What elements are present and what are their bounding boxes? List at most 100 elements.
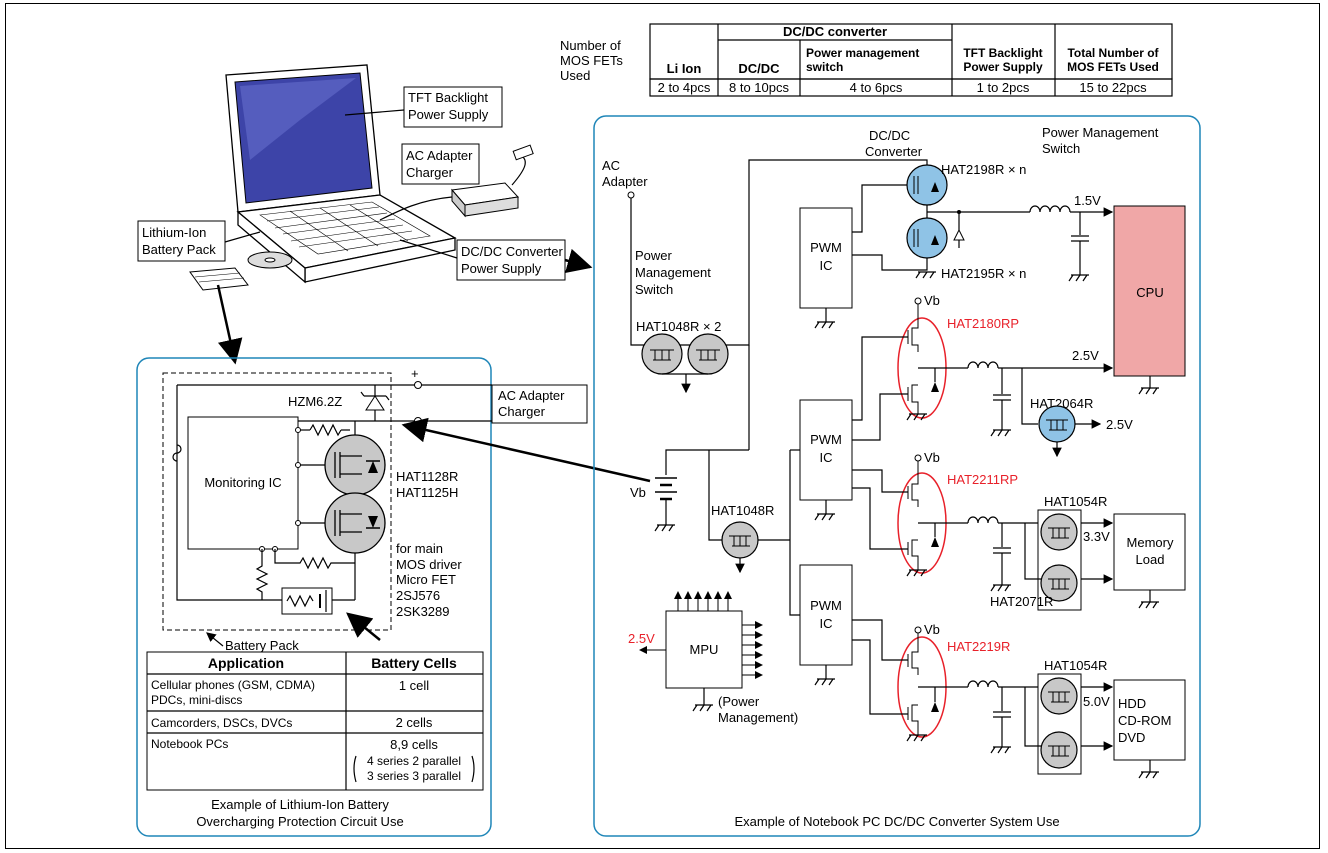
pms-label-3: Switch [635, 282, 673, 297]
pwm2-line2: IC [820, 450, 833, 465]
voltage-2-5v-b: 2.5V [1106, 417, 1133, 432]
mpu-note-1: (Power [718, 694, 760, 709]
laptop-illustration: TFT Backlight Power Supply AC Adapter Ch… [137, 64, 593, 365]
part-hat2195r: HAT2195R × n [941, 266, 1026, 281]
cells-row3-app: Notebook PCs [151, 737, 228, 751]
laptop-ac-label-2: Charger [406, 165, 454, 180]
laptop-battery-label-2: Battery Pack [142, 242, 216, 257]
vb-arrow [401, 417, 651, 483]
table-header-tft-2: Power Supply [963, 60, 1043, 74]
summary-table: Number of MOS FETs Used DC/DC converter … [560, 23, 1173, 97]
tft-label-2: Power Supply [408, 107, 489, 122]
table-value-tft: 1 to 2pcs [977, 80, 1030, 95]
memory-label-2: Load [1136, 552, 1165, 567]
battery-plus: + [411, 366, 419, 381]
tft-label-1: TFT Backlight [408, 90, 488, 105]
table-group-header: DC/DC converter [783, 24, 887, 39]
voltage-2-5v: 2.5V [1072, 348, 1099, 363]
ac-adapter-2: Adapter [602, 174, 648, 189]
table-header-total-2: MOS FETs Used [1067, 60, 1159, 74]
voltage-5-0v: 5.0V [1083, 694, 1110, 709]
dcdc-panel: Example of Notebook PC DC/DC Converter S… [593, 115, 1201, 837]
mpu-label: MPU [690, 642, 719, 657]
battery-caption-2: Overcharging Protection Circuit Use [196, 814, 403, 829]
table-value-total: 15 to 22pcs [1079, 80, 1147, 95]
vb-2: Vb [924, 450, 940, 465]
pwm2-line1: PWM [810, 432, 842, 447]
table-header-dcdc: DC/DC [738, 61, 780, 76]
pms-title-1: Power Management [1042, 125, 1159, 140]
table-header-tft-1: TFT Backlight [963, 46, 1042, 60]
fet-part-1: HAT1128R [396, 469, 458, 484]
part-hat1054r-b: HAT1054R [1044, 658, 1107, 673]
mpu-note-2: Management) [718, 710, 798, 725]
memory-label-1: Memory [1127, 535, 1174, 550]
battery-ac-label-2: Charger [498, 404, 546, 419]
vb-1: Vb [924, 293, 940, 308]
note-1: for main [396, 541, 443, 556]
table-header-li-ion: Li Ion [667, 61, 702, 76]
pwm3-line2: IC [820, 616, 833, 631]
cells-row3-cells-2: 4 series 2 parallel [367, 754, 461, 768]
part-hat1054r-a: HAT1054R [1044, 494, 1107, 509]
cells-row1-app-1: Cellular phones (GSM, CDMA) [151, 678, 315, 692]
fet-part-2: HAT1125H [396, 485, 458, 500]
pwm1-line1: PWM [810, 240, 842, 255]
voltage-3-3v: 3.3V [1083, 529, 1110, 544]
part-hat2211rp: HAT2211RP [947, 472, 1018, 487]
table-value-li-ion: 2 to 4pcs [658, 80, 711, 95]
note-5: 2SK3289 [396, 604, 450, 619]
vb-main-label: Vb [630, 485, 646, 500]
hdd-label-1: HDD [1118, 696, 1146, 711]
pms-label-1: Power [635, 248, 673, 263]
part-hat2198r: HAT2198R × n [941, 162, 1026, 177]
table-row-label-line3: Used [560, 68, 590, 83]
note-2: MOS driver [396, 557, 462, 572]
part-hat2071r: HAT2071R [990, 594, 1053, 609]
part-hat2064r: HAT2064R [1030, 396, 1093, 411]
cells-row3-cells-1: 8,9 cells [390, 737, 438, 752]
pwm1-line2: IC [820, 258, 833, 273]
ac-adapter-1: AC [602, 158, 620, 173]
mpu-voltage: 2.5V [628, 631, 655, 646]
part-hat2219r: HAT2219R [947, 639, 1010, 654]
cells-header-cells: Battery Cells [371, 655, 457, 671]
cells-row2-app: Camcorders, DSCs, DVCs [151, 716, 292, 730]
battery-ac-label-1: AC Adapter [498, 388, 565, 403]
pms-label-2: Management [635, 265, 711, 280]
table-value-pms: 4 to 6pcs [850, 80, 903, 95]
laptop-battery-label-1: Lithium-Ion [142, 225, 206, 240]
zener-label: HZM6.2Z [288, 394, 342, 409]
table-row-label-line2: MOS FETs [560, 53, 623, 68]
hdd-label-3: DVD [1118, 730, 1145, 745]
voltage-1-5v: 1.5V [1074, 193, 1101, 208]
part-hat1048r: HAT1048R [711, 503, 774, 518]
laptop-ac-label-1: AC Adapter [406, 148, 473, 163]
dcdc-title-2: Converter [865, 144, 923, 159]
pms-title-2: Switch [1042, 141, 1080, 156]
laptop-dcdc-label-2: Power Supply [461, 261, 542, 276]
table-header-pms-1: Power management [806, 46, 919, 60]
note-4: 2SJ576 [396, 588, 440, 603]
cells-row3-cells-3: 3 series 3 parallel [367, 769, 461, 783]
note-3: Micro FET [396, 572, 456, 587]
figure-frame [5, 3, 1320, 849]
vb-3: Vb [924, 622, 940, 637]
part-hat2180rp: HAT2180RP [947, 316, 1019, 331]
dcdc-title-1: DC/DC [869, 128, 910, 143]
monitoring-ic-label: Monitoring IC [204, 475, 281, 490]
table-header-pms-2: switch [806, 60, 843, 74]
cells-row1-cells: 1 cell [399, 678, 429, 693]
battery-caption-1: Example of Lithium-Ion Battery [211, 797, 389, 812]
table-row-label-line1: Number of [560, 38, 621, 53]
cells-header-app: Application [208, 655, 284, 671]
table-header-total-1: Total Number of [1067, 46, 1159, 60]
battery-panel: + AC Adapter Charger HZM6.2Z Monitoring … [136, 357, 588, 837]
cells-row2-cells: 2 cells [396, 715, 433, 730]
battery-pack-label: Battery Pack [225, 638, 299, 653]
pwm3-line1: PWM [810, 598, 842, 613]
part-hat1048r-x2: HAT1048R × 2 [636, 319, 721, 334]
cells-row1-app-2: PDCs, mini-discs [151, 693, 242, 707]
laptop-dcdc-label-1: DC/DC Converter [461, 244, 564, 259]
